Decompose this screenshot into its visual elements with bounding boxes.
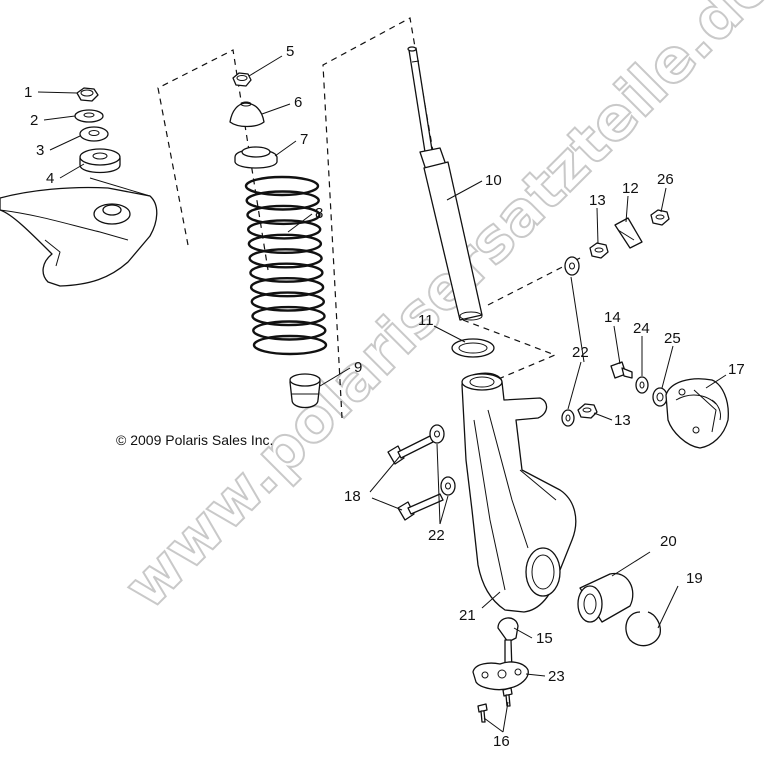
spring-coil: [249, 277, 325, 298]
part-22-washer-lower: [561, 409, 575, 427]
part-26-nut: [650, 209, 670, 226]
part-3-washer: [79, 126, 109, 142]
spring-coil: [250, 291, 325, 312]
part-10-shock-absorber: [407, 46, 483, 321]
callout-14: 14: [604, 309, 621, 326]
callout-20: 20: [660, 533, 677, 550]
spring-coil: [252, 334, 328, 356]
callout-25: 25: [664, 330, 681, 347]
callout-7: 7: [300, 131, 308, 148]
part-13-nut-upper: [589, 242, 609, 259]
callout-1: 1: [24, 84, 32, 101]
part-8-coil-spring: [244, 175, 328, 356]
copyright-notice: © 2009 Polaris Sales Inc.: [116, 432, 273, 448]
callout-26: 26: [657, 171, 674, 188]
part-18-bolt-lower: [397, 493, 444, 521]
part-13-nut-lower: [577, 403, 598, 419]
spring-coil: [252, 320, 327, 341]
callout-18: 18: [344, 488, 361, 505]
part-14-bolt: [610, 361, 633, 379]
spring-coil: [249, 262, 324, 283]
part-9-bump-stop: [289, 373, 321, 409]
spring-coil: [246, 204, 321, 226]
callout-22-upper: 22: [572, 344, 589, 361]
part-17-brake-caliper: [665, 378, 729, 449]
callout-16: 16: [493, 733, 510, 750]
part-25-washer: [652, 387, 668, 407]
callout-4: 4: [46, 170, 54, 187]
spring-coil: [251, 305, 326, 327]
part-20-wheel-bearing: [577, 572, 634, 623]
callout-23: 23: [548, 668, 565, 685]
callout-17: 17: [728, 361, 745, 378]
callout-12: 12: [622, 180, 639, 197]
spring-coil: [244, 175, 320, 197]
callout-leader-lines: [37, 55, 727, 733]
part-6-upper-seat: [229, 101, 265, 128]
part-23-plate: [472, 661, 529, 691]
callout-9: 9: [354, 359, 362, 376]
callout-10: 10: [485, 172, 502, 189]
part-2-washer: [74, 109, 104, 123]
callout-2: 2: [30, 112, 38, 129]
spring-coil: [247, 219, 322, 240]
part-1-nut: [76, 87, 99, 102]
callout-6: 6: [294, 94, 302, 111]
part-22-washer-bolt-upper: [429, 424, 445, 444]
callout-21: 21: [459, 607, 476, 624]
upper-control-arm: [0, 177, 158, 287]
spring-coil: [247, 233, 323, 255]
part-16-screws: [477, 687, 513, 723]
spring-coil: [248, 248, 323, 269]
part-18-bolt-upper: [387, 435, 434, 465]
part-21-steering-knuckle: [461, 372, 577, 613]
callout-19: 19: [686, 570, 703, 587]
part-22-washer-upper: [564, 256, 580, 276]
callout-5: 5: [286, 43, 294, 60]
callout-8: 8: [315, 205, 323, 222]
callout-13-upper: 13: [589, 192, 606, 209]
part-7-spring-seat: [234, 146, 278, 169]
spring-coil: [245, 190, 320, 211]
part-12-clip: [614, 217, 643, 249]
part-24-washer: [635, 376, 649, 394]
callout-24: 24: [633, 320, 650, 337]
part-5-nut: [232, 72, 252, 87]
part-4-bushing: [79, 148, 121, 174]
part-11-seal-ring: [451, 338, 495, 358]
callout-numbers: 1 2 3 4 5 6 7 8 9 10 11 12 13 13 14 15 1…: [24, 43, 745, 750]
callout-13-lower: 13: [614, 412, 631, 429]
part-19-snap-ring: [625, 611, 661, 647]
callout-11: 11: [418, 312, 434, 329]
callout-15: 15: [536, 630, 553, 647]
callout-22-lower: 22: [428, 527, 445, 544]
part-22-washer-bolt-lower: [440, 476, 456, 496]
callout-3: 3: [36, 142, 44, 159]
